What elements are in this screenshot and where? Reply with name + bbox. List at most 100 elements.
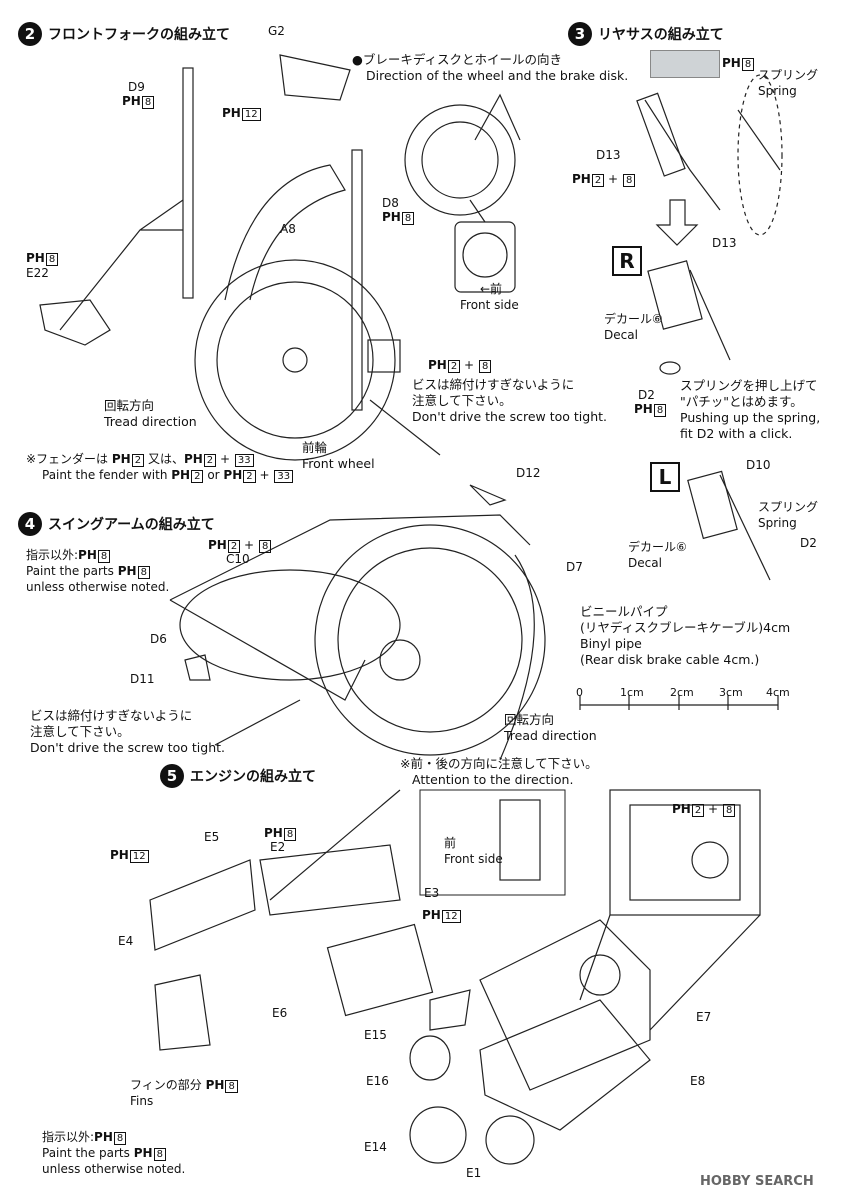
direction-note-en: Attention to the direction.: [412, 772, 574, 787]
tread-direction-jp: 回転方向: [504, 712, 555, 727]
spring-label-en: Spring: [758, 84, 797, 98]
tread-direction-en: Tread direction: [104, 414, 197, 429]
part-label-e14: E14: [364, 1140, 387, 1154]
step-number-badge: 4: [18, 512, 42, 536]
push-note-en-2: fit D2 with a click.: [680, 426, 793, 441]
scale-tick-label: 4cm: [766, 686, 790, 699]
right-side-marker: R: [612, 246, 642, 276]
part-label-e2: E2: [270, 840, 286, 854]
spring-label-en: Spring: [758, 516, 797, 530]
pipe-note-en-1: Binyl pipe: [580, 636, 642, 651]
part-label-e6: E6: [272, 1006, 288, 1020]
wheel-direction-note-en: Direction of the wheel and the brake dis…: [366, 68, 629, 83]
step-2-header: 2 フロントフォークの組み立て: [18, 22, 230, 46]
part-label-d13: D13: [712, 236, 737, 250]
step-5-header: 5 エンジンの組み立て: [160, 764, 316, 788]
front-side-label-en: Front side: [444, 852, 503, 866]
push-note-jp-2: "パチッ"とはめます。: [680, 394, 803, 409]
fins-note-en: Fins: [130, 1094, 154, 1108]
part-label-d2: D2: [638, 388, 655, 402]
scale-tick-label: 1cm: [620, 686, 644, 699]
screw-note-jp-2: 注意して下さい。: [30, 724, 130, 739]
part-label-d13: D13: [596, 148, 621, 162]
part-label-g2: G2: [268, 24, 285, 38]
part-label-e1: E1: [466, 1166, 482, 1180]
pipe-note-jp-2: (リヤディスクブレーキケーブル)4cm: [580, 620, 791, 635]
pipe-note-jp-1: ビニールパイプ: [580, 604, 668, 619]
part-label-d7: D7: [566, 560, 583, 574]
scale-tick-label: 2cm: [670, 686, 694, 699]
part-label-d12: D12: [516, 466, 541, 480]
step-4-header: 4 スイングアームの組み立て: [18, 512, 215, 536]
decal-label-jp: デカール⑥: [628, 540, 687, 554]
front-side-label-jp: ←前: [480, 282, 503, 296]
part-label-e22: E22: [26, 266, 49, 280]
tread-direction-en: Tread direction: [504, 728, 597, 743]
part-label-a8: A8: [280, 222, 296, 236]
part-label-e16: E16: [366, 1074, 389, 1088]
part-label-d10: D10: [746, 458, 771, 472]
direction-note-jp: ※前・後の方向に注意して下さい。: [400, 756, 598, 771]
spring-label-jp: スプリング: [758, 500, 819, 514]
part-label-d6: D6: [150, 632, 167, 646]
part-label-e15: E15: [364, 1028, 387, 1042]
part-label-d2: D2: [800, 536, 817, 550]
part-label-e3: E3: [424, 886, 440, 900]
screw-note-en: Don't drive the screw too tight.: [30, 740, 226, 755]
part-label-e4: E4: [118, 934, 134, 948]
part-label-d11: D11: [130, 672, 155, 686]
scale-tick-label: 3cm: [719, 686, 743, 699]
unless-note-en-2: unless otherwise noted.: [26, 580, 170, 594]
wheel-direction-note-jp: ●ブレーキディスクとホイールの向き: [352, 52, 563, 67]
step-title: リヤサスの組み立て: [598, 27, 724, 43]
step-title: エンジンの組み立て: [190, 769, 316, 785]
front-wheel-jp: 前輪: [302, 440, 328, 455]
front-wheel-en: Front wheel: [302, 456, 375, 471]
watermark: HOBBY SEARCH: [700, 1174, 814, 1189]
screw-note-en: Don't drive the screw too tight.: [412, 409, 608, 424]
push-note-jp-1: スプリングを押し上げて: [680, 378, 818, 393]
left-side-marker: L: [650, 462, 680, 492]
spring-label-jp: スプリング: [758, 68, 819, 82]
part-label-e8: E8: [690, 1074, 706, 1088]
step-title: フロントフォークの組み立て: [48, 27, 230, 43]
push-note-en-1: Pushing up the spring,: [680, 410, 821, 425]
screw-note-jp-2: 注意して下さい。: [412, 393, 512, 408]
tread-direction-jp: 回転方向: [104, 398, 155, 413]
pipe-note-en-2: (Rear disk brake cable 4cm.): [580, 652, 760, 667]
decal-label-en: Decal: [604, 328, 638, 342]
step-title: スイングアームの組み立て: [48, 517, 215, 533]
part-label-d9: D9: [128, 80, 145, 94]
step-number-badge: 5: [160, 764, 184, 788]
part-label-c10: C10: [226, 552, 250, 566]
part-label-e5: E5: [204, 830, 220, 844]
step-number-badge: 3: [568, 22, 592, 46]
screw-note-jp-1: ビスは締付けすぎないように: [30, 708, 193, 723]
part-label-e7: E7: [696, 1010, 712, 1024]
step-3-header: 3 リヤサスの組み立て: [568, 22, 724, 46]
decal-label-en: Decal: [628, 556, 662, 570]
screw-note-jp-1: ビスは締付けすぎないように: [412, 377, 575, 392]
unless-note-en-2: unless otherwise noted.: [42, 1162, 186, 1176]
scale-tick-label: 0: [576, 686, 583, 699]
